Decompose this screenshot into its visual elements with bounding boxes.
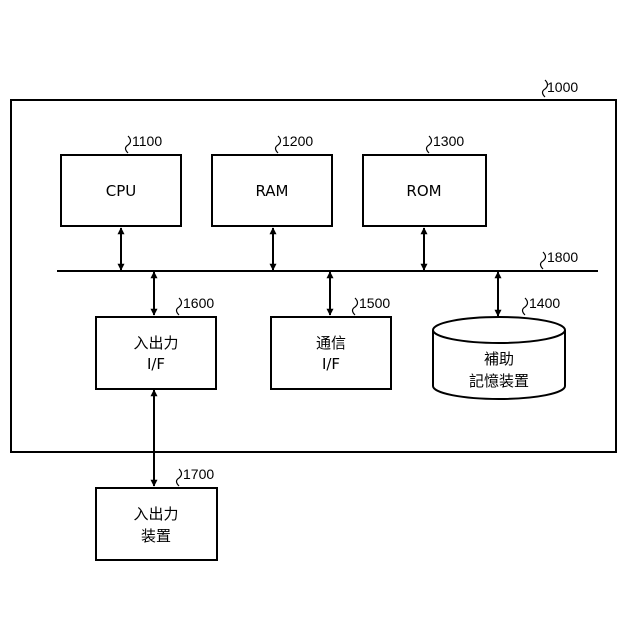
io-device-block: 入出力 装置 1700 (96, 466, 217, 560)
storage-ref: 1400 (529, 295, 560, 311)
storage-label-line1: 補助 (484, 350, 514, 368)
ram-label: RAM (255, 182, 288, 200)
io-device-label-line2: 装置 (141, 527, 171, 545)
comm-if-ref: 1500 (359, 295, 390, 311)
cpu-ref: 1100 (132, 133, 162, 149)
comm-if-label-line2: I/F (322, 355, 340, 373)
rom-label: ROM (406, 182, 441, 200)
io-if-label-line1: 入出力 (133, 334, 178, 352)
comm-if-label-line1: 通信 (316, 334, 346, 352)
system-ref: 1000 (547, 79, 578, 95)
bus-ref: 1800 (547, 249, 578, 265)
io-if-label-line2: I/F (147, 355, 165, 373)
io-device-ref: 1700 (183, 466, 214, 482)
cpu-label: CPU (106, 182, 137, 200)
rom-ref: 1300 (433, 133, 464, 149)
io-device-label-line1: 入出力 (133, 505, 178, 523)
io-if-ref: 1600 (183, 295, 214, 311)
ram-ref: 1200 (282, 133, 313, 149)
storage-label-line2: 記憶装置 (469, 372, 529, 390)
